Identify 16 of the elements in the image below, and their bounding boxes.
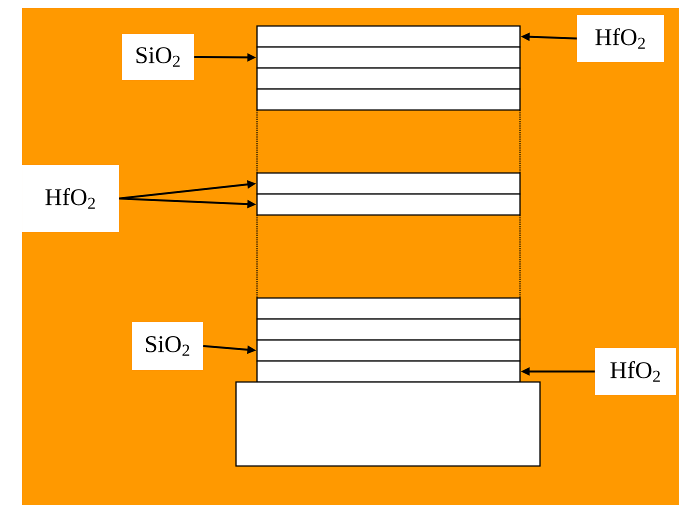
label-box: HfO$_{2}$ (22, 165, 119, 232)
node-label: HfO$_{2}$ (45, 188, 95, 209)
layer (256, 339, 521, 362)
layer (256, 360, 521, 383)
layer (256, 88, 521, 111)
layer (256, 193, 521, 216)
layer (256, 172, 521, 195)
layer (256, 25, 521, 48)
layer (256, 67, 521, 90)
label-box: SiO$_{2}$ (132, 322, 203, 370)
layer (256, 46, 521, 69)
label-box: HfO$_{2}$ (577, 15, 664, 62)
layer (256, 318, 521, 341)
label-box: SiO$_{2}$ (122, 34, 194, 80)
label-box: HfO$_{2}$ (595, 348, 676, 395)
layer (256, 297, 521, 320)
